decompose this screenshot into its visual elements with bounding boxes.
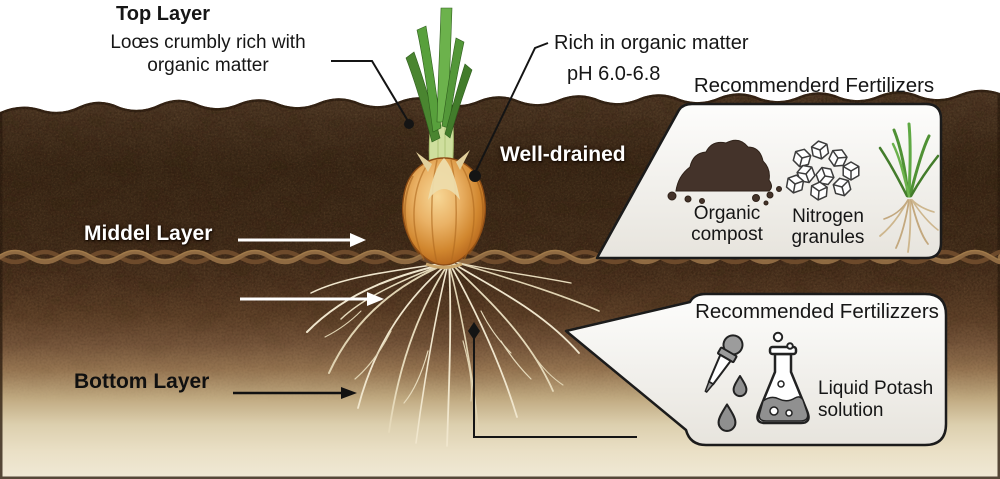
top-layer-description: Loœs crumbly rich with organic matter: [110, 32, 306, 77]
roots-arrow: [240, 292, 384, 306]
compost-pile-icon: [667, 139, 782, 206]
callout-top-layer-line: [331, 60, 409, 122]
callout-rich-line: [474, 42, 549, 174]
liquid-potash-label: Liquid Potash solution: [818, 378, 934, 421]
callout-top-layer-dot: [404, 119, 414, 129]
onion-plant: [402, 7, 486, 269]
callout-lines: [331, 42, 637, 438]
bottom-layer-arrow: [233, 387, 357, 399]
well-drained-label: Well-drained: [500, 143, 626, 166]
onion-bulb: [402, 157, 486, 266]
onion-roots: [306, 260, 600, 447]
middel-layer-arrow: [238, 233, 366, 247]
bottom-layer-label: Bottom Layer: [74, 370, 210, 393]
onion-leaves: [405, 7, 473, 143]
flask-icon: [756, 331, 810, 425]
layer-arrows: [233, 233, 384, 399]
panel-top-fertilizers: [595, 102, 943, 260]
callout-rich-dot: [469, 170, 481, 182]
callout-roots-line: [473, 331, 637, 438]
organic-compost-label: Organic compost: [691, 203, 763, 246]
panel-bottom-title: Recommended Fertilizzers: [695, 300, 939, 323]
rich-organic-matter-label: Rich in organic matter: [554, 32, 749, 54]
dropper-icon: [704, 334, 748, 433]
panel-top-title: Recommenderd Fertilizers: [693, 74, 935, 97]
middel-layer-label: Middel Layer: [84, 222, 213, 245]
seedling-roots-icon: [878, 122, 940, 253]
ph-range-label: pH 6.0-6.8: [567, 63, 661, 85]
nitrogen-granules-label: Nitrogen granules: [791, 206, 865, 249]
panel-bottom-fertilizers: [564, 292, 948, 447]
top-layer-title: Top Layer: [116, 3, 211, 25]
